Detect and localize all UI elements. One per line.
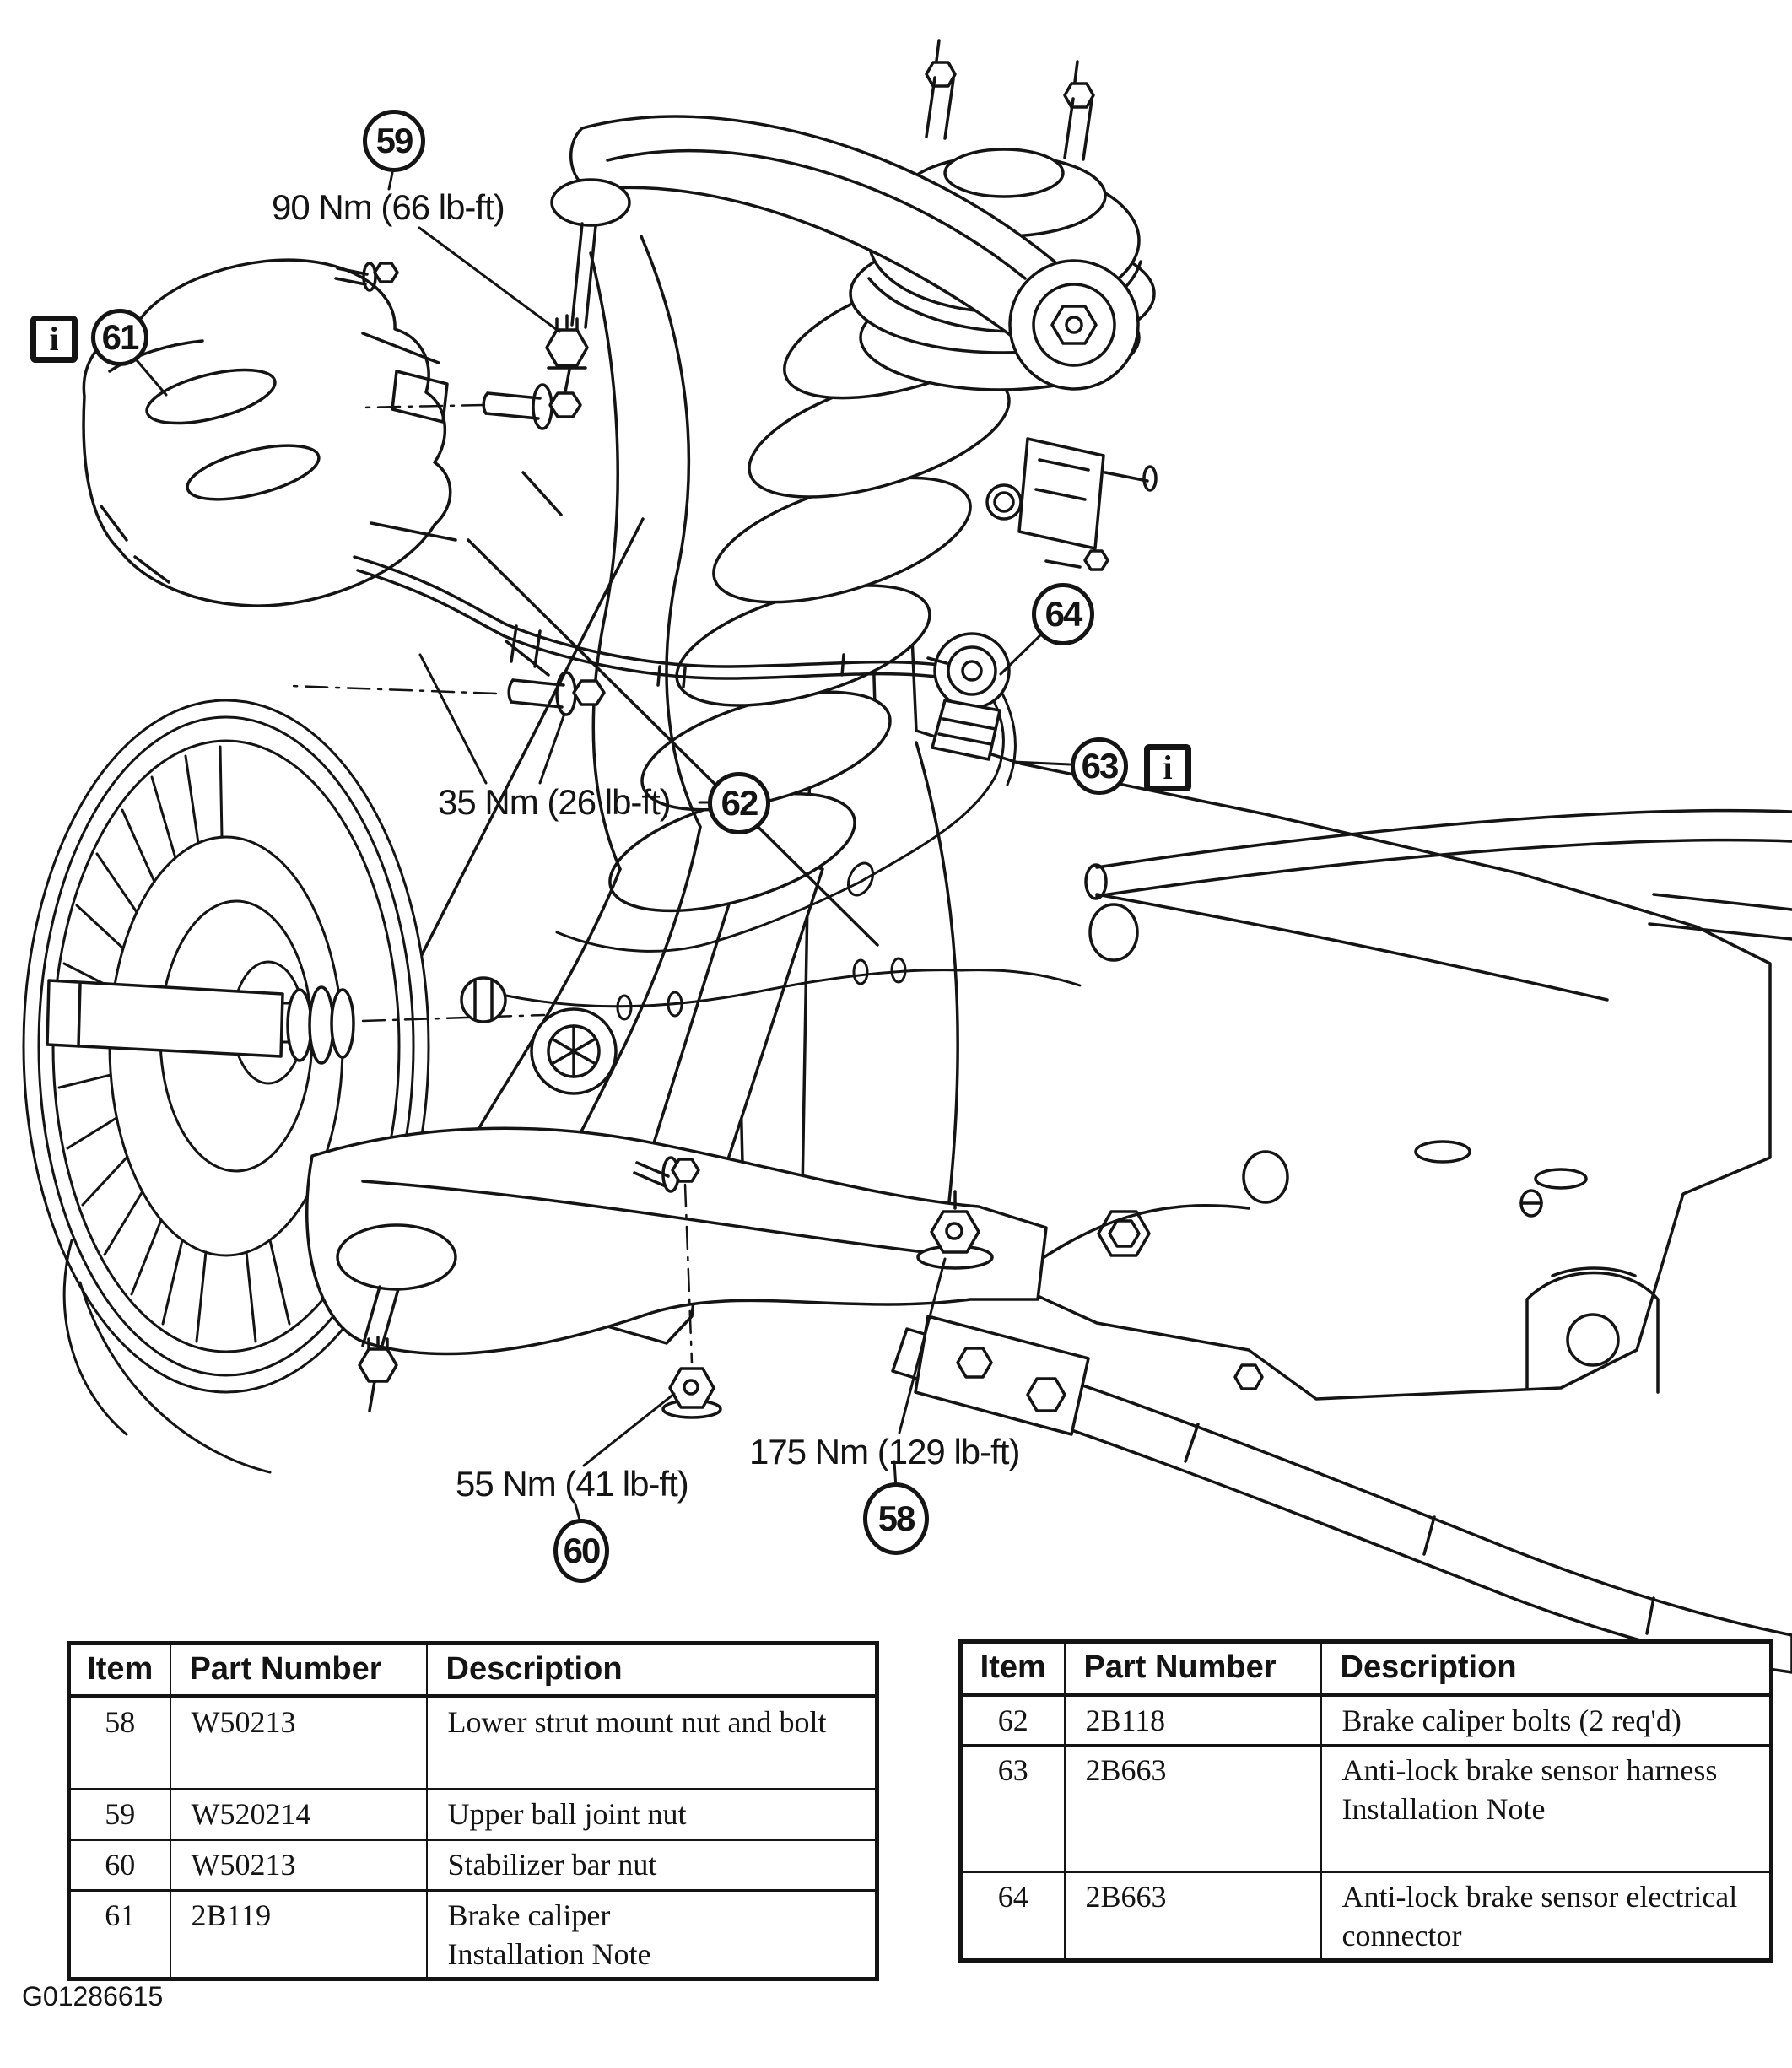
item-number: 61 — [68, 1888, 170, 1979]
leader-64 — [999, 633, 1043, 676]
part-number: 2B118 — [1063, 1693, 1321, 1746]
description-text: Brake caliper — [447, 1898, 611, 1932]
leader-55 — [582, 1392, 676, 1467]
table-row: 64 2B663 Anti-lock brake sensor electric… — [960, 1870, 1772, 1961]
callout-58: 58 — [863, 1482, 929, 1555]
description-text: Stabilizer bar nut — [447, 1847, 657, 1882]
abs-sensor-connector — [926, 632, 1011, 761]
column-header-item: Item — [68, 1643, 170, 1698]
torque-caliper-bolts: 35 Nm (26 lb-ft) — [438, 782, 672, 822]
leader-35a — [538, 712, 566, 785]
table-row: 60 W50213 Stabilizer bar nut — [68, 1838, 877, 1891]
column-header-part-number: Part Number — [169, 1643, 427, 1698]
part-number: W520214 — [169, 1787, 427, 1840]
brake-hose — [353, 555, 953, 688]
leader-59-tick — [387, 171, 394, 191]
table-row: 59 W520214 Upper ball joint nut — [68, 1787, 877, 1840]
column-header-description: Description — [425, 1643, 877, 1698]
installation-note-icon: i — [1144, 744, 1191, 791]
part-description: Brake caliper bolts (2 req'd) — [1320, 1693, 1772, 1746]
part-number: 2B119 — [169, 1888, 427, 1979]
brake-caliper-bolts — [290, 383, 606, 716]
part-description: Anti-lock brake sensor harness Installat… — [1320, 1743, 1772, 1872]
column-header-description: Description — [1320, 1641, 1772, 1697]
callout-62: 62 — [708, 772, 770, 834]
description-text: Brake caliper bolts (2 req'd) — [1341, 1703, 1681, 1737]
item-number: 60 — [68, 1838, 170, 1891]
table-row: 58 W50213 Lower strut mount nut and bolt — [68, 1694, 877, 1790]
torque-stabilizer-bar: 55 Nm (41 lb-ft) — [456, 1464, 689, 1504]
stabilizer-bar-nut — [661, 1367, 722, 1419]
leader-63 — [1012, 760, 1071, 766]
table-row: 61 2B119 Brake caliper Installation Note — [68, 1888, 877, 1979]
parts-table-left: Item Part Number Description 58 W50213 L… — [67, 1641, 879, 1981]
part-description: Stabilizer bar nut — [425, 1838, 877, 1891]
torque-upper-ball-joint: 90 Nm (66 lb-ft) — [272, 187, 505, 227]
stabilizer-bar — [891, 1315, 1792, 1674]
leader-175 — [898, 1257, 947, 1434]
description-text: Lower strut mount nut and bolt — [447, 1704, 827, 1739]
lower-control-arm — [305, 976, 1048, 1412]
table-header-row: Item Part Number Description — [960, 1641, 1772, 1697]
parts-table-right: Item Part Number Description 62 2B118 Br… — [958, 1639, 1773, 1963]
item-number: 63 — [960, 1743, 1065, 1872]
callout-63: 63 — [1071, 737, 1128, 795]
callout-61: 61 — [91, 309, 148, 366]
part-number: W50213 — [169, 1838, 427, 1891]
figure-id: G01286615 — [22, 1981, 164, 2011]
installation-note-icon: i — [30, 316, 78, 363]
part-number: 2B663 — [1063, 1870, 1321, 1961]
column-header-item: Item — [960, 1641, 1065, 1697]
description-text: Upper ball joint nut — [447, 1796, 687, 1831]
tie-rod-axle — [46, 979, 546, 1065]
leader-35b — [418, 653, 488, 785]
description-text: Anti-lock brake sensor harness — [1341, 1752, 1718, 1787]
callout-60: 60 — [553, 1519, 609, 1583]
abs-sensor-harness — [505, 670, 1082, 1021]
leader-60-tick — [574, 1503, 581, 1521]
callout-64: 64 — [1032, 583, 1094, 645]
part-description: Brake caliper Installation Note — [425, 1888, 877, 1979]
description-text: Anti-lock brake sensor electrical connec… — [1341, 1879, 1738, 1952]
leader-59 — [418, 226, 561, 333]
part-number: 2B663 — [1063, 1743, 1321, 1872]
brake-caliper — [82, 258, 457, 607]
torque-lower-strut: 175 Nm (129 lb-ft) — [749, 1432, 1020, 1471]
part-description: Lower strut mount nut and bolt — [425, 1694, 877, 1790]
part-number: W50213 — [169, 1694, 427, 1790]
item-number: 64 — [960, 1870, 1065, 1961]
upper-control-arm — [545, 115, 1140, 402]
installation-note-text: Installation Note — [447, 1936, 651, 1971]
installation-note-text: Installation Note — [1341, 1791, 1546, 1826]
item-number: 62 — [960, 1693, 1065, 1746]
leader-lines — [135, 171, 1071, 1521]
strut-bracket — [1017, 437, 1158, 571]
leader-61 — [135, 359, 168, 397]
item-number: 59 — [68, 1787, 170, 1840]
column-header-part-number: Part Number — [1063, 1641, 1321, 1697]
item-number: 58 — [68, 1694, 170, 1790]
table-row: 62 2B118 Brake caliper bolts (2 req'd) — [960, 1693, 1772, 1746]
table-header-row: Item Part Number Description — [68, 1643, 877, 1698]
part-description: Upper ball joint nut — [425, 1787, 877, 1840]
lower-strut-mount-nut — [916, 1190, 994, 1270]
table-row: 63 2B663 Anti-lock brake sensor harness … — [960, 1743, 1772, 1872]
callout-59: 59 — [363, 110, 425, 172]
part-description: Anti-lock brake sensor electrical connec… — [1320, 1870, 1772, 1961]
